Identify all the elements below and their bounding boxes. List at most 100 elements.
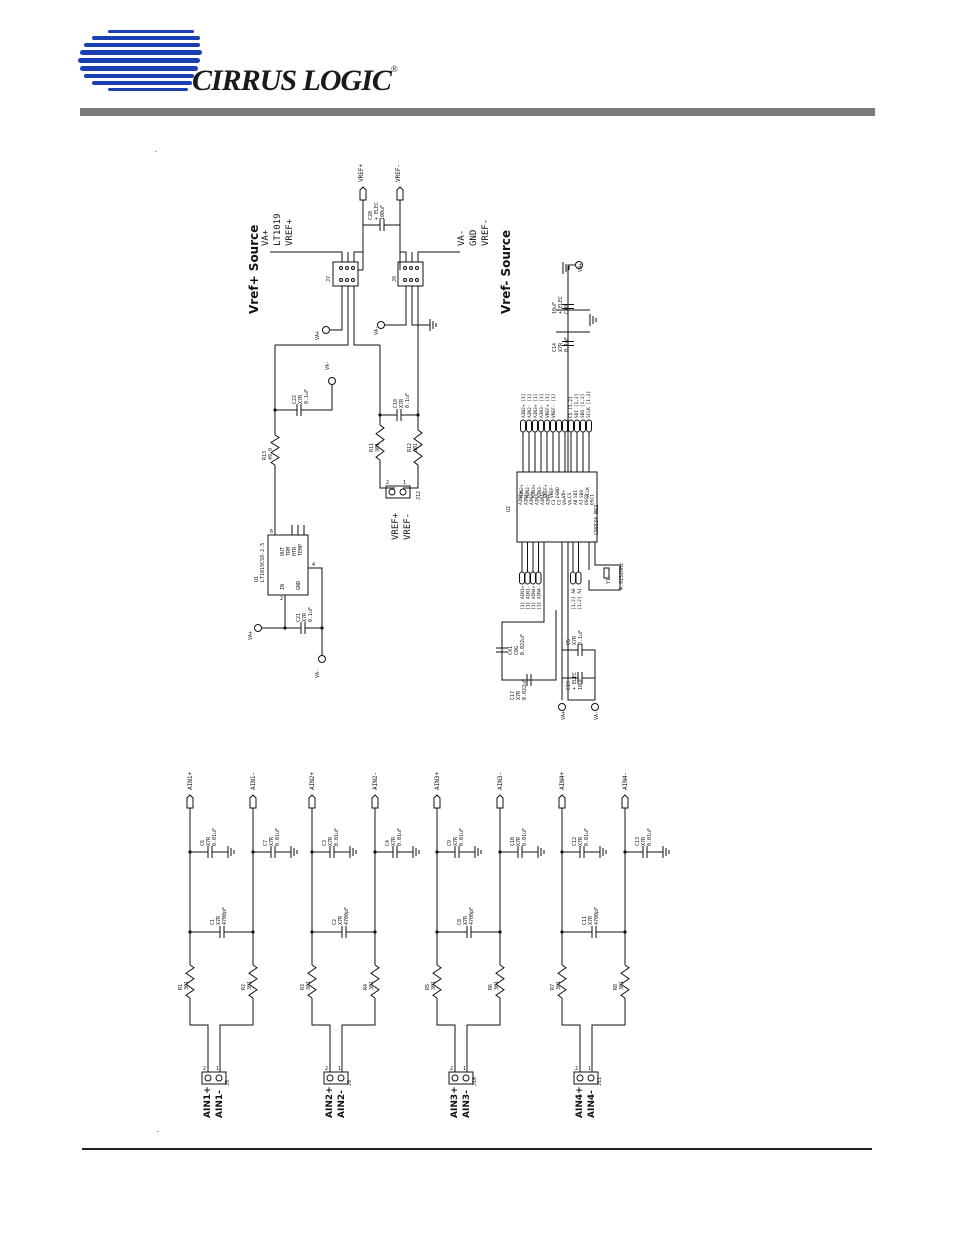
c17-label: 0.022uF bbox=[522, 679, 528, 700]
net-ain1-: AIN1- bbox=[250, 772, 257, 790]
j8-pin bbox=[415, 266, 419, 270]
header-bar bbox=[80, 108, 875, 116]
cm-symbol bbox=[265, 846, 281, 858]
net-flag bbox=[532, 419, 538, 433]
u1-pin-name: GND bbox=[296, 581, 302, 590]
input-port-minus bbox=[621, 794, 629, 809]
u2-sel-net: [1,2] A0 bbox=[571, 588, 577, 610]
cm-symbol bbox=[387, 846, 403, 858]
net-va-minus: VA- bbox=[374, 326, 380, 335]
u2-right-net: AIN2+ [1] bbox=[521, 394, 527, 418]
screw-terminal bbox=[201, 1071, 227, 1085]
u2-right-net: VREF- [1] bbox=[551, 394, 557, 418]
cd-label: C2 bbox=[332, 919, 338, 925]
ground-symbol bbox=[562, 262, 570, 274]
net-vref-minus: VREF- bbox=[395, 164, 402, 182]
r11-symbol bbox=[375, 424, 385, 461]
ground-symbol bbox=[349, 846, 357, 858]
net-flag bbox=[535, 571, 542, 585]
c22-symbol bbox=[292, 404, 306, 416]
c20-label: C20 bbox=[368, 211, 374, 220]
net-vref-plus: VREF+ bbox=[358, 164, 365, 182]
wire-j8-top bbox=[400, 251, 460, 262]
channel-input-label: AIN2+ bbox=[325, 1086, 335, 1118]
c21-label: 0.1uF bbox=[308, 607, 314, 622]
vref-plus-port bbox=[359, 186, 367, 201]
u2-ctl-net: SDI [1,2] bbox=[574, 394, 580, 418]
c17-label: X7R bbox=[516, 690, 522, 700]
cp-label: X7R bbox=[578, 836, 584, 846]
vref-minus-source-option: GND bbox=[469, 230, 479, 246]
j12-screw bbox=[399, 488, 407, 496]
net-ain3+: AIN3+ bbox=[434, 772, 441, 790]
c18-symbol bbox=[390, 409, 408, 421]
cm-symbol bbox=[512, 846, 528, 858]
cm-label: 0.01uF bbox=[647, 828, 653, 846]
net-flag bbox=[575, 571, 582, 585]
rb-symbol bbox=[370, 964, 380, 999]
ground-symbol bbox=[227, 846, 235, 858]
ra-label: R3 bbox=[300, 984, 306, 990]
net-flag bbox=[530, 571, 536, 585]
cp-label: 0.01uF bbox=[459, 828, 465, 846]
cp-label: 0.01uF bbox=[334, 828, 340, 846]
page-mark: . bbox=[154, 147, 158, 154]
u2-right-pin: SCLK bbox=[585, 487, 591, 498]
c5-label: 0.1uF bbox=[578, 630, 584, 645]
channel-wire bbox=[561, 808, 626, 965]
u2-left-net: [1] AIN1+ bbox=[520, 585, 526, 610]
cd-label: C11 bbox=[582, 916, 588, 925]
j12-connector bbox=[385, 485, 411, 499]
u2-left-pin: VA- bbox=[568, 497, 574, 505]
channel-input-label: AIN2- bbox=[337, 1090, 347, 1118]
u2-left-pin: C1 bbox=[551, 499, 557, 505]
terminal-screw bbox=[326, 1074, 334, 1082]
cp-label: 0.01uF bbox=[584, 828, 590, 846]
c20-symbol bbox=[375, 219, 389, 231]
net-flag bbox=[580, 419, 586, 433]
ra-label: R5 bbox=[425, 984, 431, 990]
u2-right-pin: DGND bbox=[555, 487, 561, 498]
cp-symbol bbox=[324, 846, 340, 858]
r12-label: 301 bbox=[413, 443, 419, 452]
u2-right-pin: VREF- bbox=[549, 484, 555, 498]
u2-left-pin: AIN3+ bbox=[529, 491, 535, 505]
cd-label: X7R bbox=[463, 915, 469, 925]
pin-number: 2 bbox=[203, 1066, 206, 1072]
y1-crystal bbox=[603, 567, 610, 579]
u2-right-pin: AIN3- bbox=[537, 484, 543, 498]
terminal-screw bbox=[462, 1074, 470, 1082]
c14-label: C14 bbox=[552, 343, 558, 352]
u2-ref: U2 bbox=[506, 506, 512, 512]
u2-ctl-net: SCLK [1,2] bbox=[586, 391, 592, 418]
power-terminal bbox=[318, 655, 326, 663]
u1-label: LT1019CS8-2.5 bbox=[260, 543, 266, 582]
net-flag bbox=[556, 419, 562, 433]
cm-label: X7R bbox=[269, 836, 275, 846]
channel-input-label: AIN3- bbox=[462, 1090, 472, 1118]
c40-label: C40 bbox=[564, 305, 570, 314]
cm-label: C10 bbox=[510, 837, 516, 846]
u2-left-pin: OSC2 bbox=[584, 494, 590, 505]
c19-label: 10uF bbox=[578, 678, 584, 690]
pin-number: 2 bbox=[280, 596, 283, 602]
power-terminal bbox=[575, 261, 583, 269]
u2-right-pin: VREF+ bbox=[543, 484, 549, 498]
power-terminal bbox=[558, 703, 566, 711]
r12-label: R12 bbox=[407, 443, 413, 452]
c14-label: X7R bbox=[558, 342, 564, 352]
r11-label: R11 bbox=[369, 443, 375, 452]
cm-label: 0.01uF bbox=[522, 828, 528, 846]
cirrus-logic-logo bbox=[78, 30, 202, 91]
junction-dot bbox=[498, 850, 502, 854]
wire-c22-va bbox=[306, 385, 333, 411]
cm-label: X7R bbox=[516, 836, 522, 846]
u2-left-pin: C2 bbox=[557, 499, 563, 505]
j8-label: J8 bbox=[392, 276, 398, 282]
pin-number: 2 bbox=[575, 1066, 578, 1072]
junction-dot bbox=[416, 413, 420, 417]
vref-plus-source-title: Vref+ Source bbox=[247, 225, 261, 314]
r13-label: 49.9 bbox=[268, 448, 274, 460]
c20-label: 100uF bbox=[380, 205, 386, 220]
